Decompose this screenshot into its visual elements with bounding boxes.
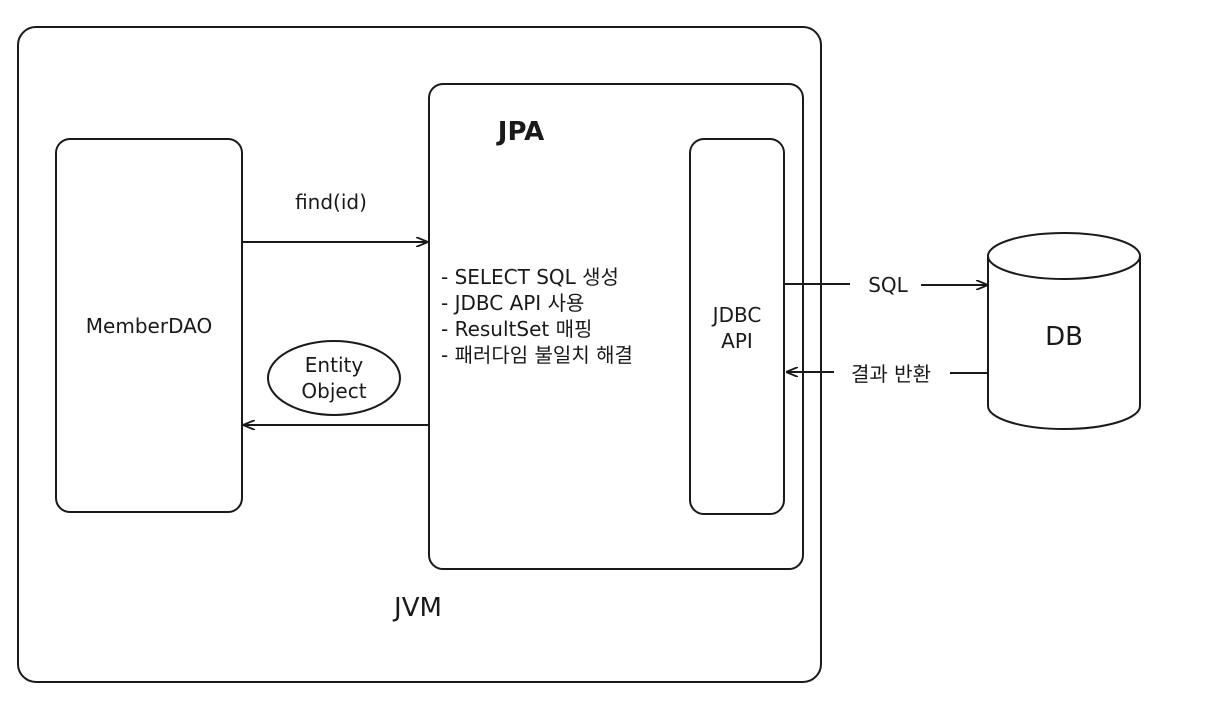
jpa-feature-list: - SELECT SQL 생성 - JDBC API 사용 - ResultSe… xyxy=(441,265,633,367)
db-label: DB xyxy=(1045,322,1083,352)
find-call-label: find(id) xyxy=(295,190,367,214)
jpa-feature-item: - SELECT SQL 생성 xyxy=(441,265,619,289)
jdbc-api-box xyxy=(689,138,785,515)
member-dao-label: MemberDAO xyxy=(86,314,212,338)
db-cylinder xyxy=(987,232,1141,430)
jpa-feature-item: - JDBC API 사용 xyxy=(441,291,584,315)
jdbc-api-label-line1: JDBC xyxy=(711,303,762,327)
member-dao-box xyxy=(55,138,243,513)
jpa-title: JPA xyxy=(496,117,544,147)
entity-object-label-line2: Object xyxy=(301,379,366,403)
jvm-label: JVM xyxy=(392,593,442,623)
entity-object-ellipse xyxy=(267,340,401,416)
jpa-feature-item: - 패러다임 불일치 해결 xyxy=(441,343,633,367)
jdbc-api-label-line2: API xyxy=(721,329,753,353)
sql-label: SQL xyxy=(868,273,908,297)
entity-object-label-line1: Entity xyxy=(305,353,364,377)
db-cylinder-top xyxy=(987,232,1141,280)
jpa-feature-item: - ResultSet 매핑 xyxy=(441,317,592,341)
db-cylinder-body xyxy=(987,256,1141,430)
result-label: 결과 반환 xyxy=(851,362,931,386)
